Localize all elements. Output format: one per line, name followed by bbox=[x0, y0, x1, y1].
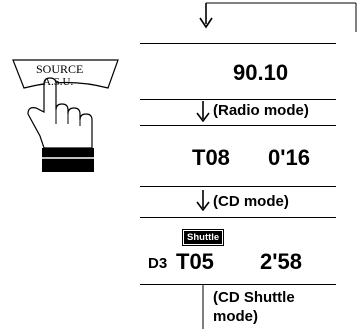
cd-shuttle-mode-label-2: mode) bbox=[213, 308, 258, 325]
shuttle-badge: Shuttle bbox=[184, 231, 222, 244]
cd-mode-label: (CD mode) bbox=[213, 193, 289, 210]
display-cd-shuttle bbox=[140, 217, 336, 285]
loop-connector bbox=[0, 0, 363, 40]
radio-mode-label: (Radio mode) bbox=[213, 102, 309, 119]
cd-time: 0'16 bbox=[268, 145, 310, 171]
display-frequency: 90.10 bbox=[140, 43, 336, 100]
down-arrow-icon bbox=[196, 189, 210, 211]
shuttle-disc: D3 bbox=[148, 255, 167, 272]
down-arrow-icon bbox=[196, 100, 210, 122]
shuttle-track: T05 bbox=[176, 249, 214, 275]
source-button-illustration bbox=[0, 40, 140, 180]
display-cd: T08 0'16 bbox=[140, 125, 336, 187]
source-button-label[interactable]: SOURCE bbox=[36, 62, 83, 77]
cd-track: T08 bbox=[192, 145, 230, 171]
shuttle-time: 2'58 bbox=[260, 249, 302, 275]
frequency-value: 90.10 bbox=[233, 60, 288, 86]
shuttle-connector bbox=[196, 285, 210, 329]
asu-button-label[interactable]: A.S.U. bbox=[43, 76, 73, 88]
cd-shuttle-mode-label-1: (CD Shuttle bbox=[213, 289, 295, 306]
